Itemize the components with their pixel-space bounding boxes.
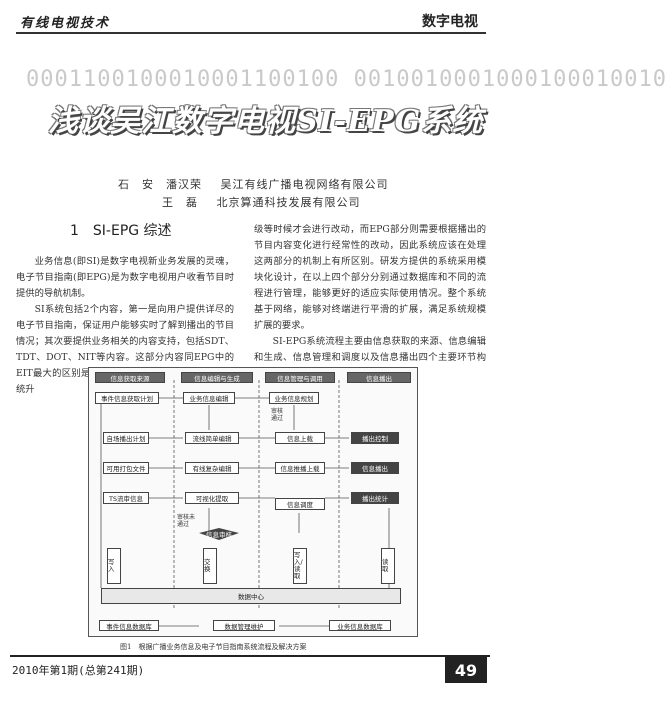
right-column: 级等时候才会进行改动，而EPG部分则需要根据播出的节目内容变化进行经常性的改动，… (254, 222, 486, 382)
article-title: 浅谈吴江数字电视SI-EPG系统 (48, 104, 484, 139)
box-datacenter: 数据中心 (101, 588, 401, 604)
header-edit: 信息编辑与生成 (181, 372, 253, 383)
box-db-business: 业务信息数据库 (329, 620, 391, 631)
box-business-edit: 业务信息编辑 (183, 392, 235, 404)
box-col1-0: 自场播出计划 (103, 432, 149, 444)
banner-digits: 0001100100010001100100 00100100010001000… (26, 67, 667, 92)
box-business-plan: 业务信息规划 (269, 392, 319, 404)
box-col4-2: 播出统计 (351, 492, 399, 504)
box-col2-0: 流线简单编辑 (185, 432, 239, 444)
author-line-1: 石 安 潘汉荣 吴江有线广播电视网络有限公司 (118, 176, 389, 192)
box-review: 信息审核 (206, 530, 232, 539)
header-broadcast: 信息播出 (347, 372, 411, 383)
flow-diagram: 信息获取来源 信息编辑与生成 信息管理与调用 信息播出 事件信息获取计划 业务信… (88, 367, 418, 637)
header-source: 信息获取来源 (95, 372, 165, 383)
vert-exchange: 交换 (203, 548, 217, 584)
journal-name: 有线电视技术 (20, 16, 111, 31)
section-name: 数字电视 (422, 14, 478, 30)
box-col4-0: 播出控制 (351, 432, 399, 444)
box-col3-2: 信息调度 (275, 498, 325, 510)
box-col2-2: 可视化提取 (185, 492, 239, 504)
author-line-2: 王 磊 北京算通科技发展有限公司 (162, 194, 361, 210)
author-names: 王 磊 (162, 196, 198, 209)
box-col3-1: 信息推播上载 (275, 462, 325, 474)
section-title: 1 SI-EPG 综述 (70, 223, 172, 239)
box-col3-0: 信息上载 (275, 432, 325, 444)
author-affiliation: 北京算通科技发展有限公司 (216, 196, 361, 209)
box-col1-2: TS流审信息 (103, 492, 149, 504)
header-rule (16, 32, 486, 34)
author-names: 石 安 潘汉荣 (118, 178, 202, 191)
header-manage: 信息管理与调用 (265, 372, 335, 383)
box-db-event: 事件信息数据库 (99, 620, 159, 631)
box-col2-1: 有线复杂编辑 (185, 462, 239, 474)
vert-write: 写入 (107, 548, 121, 584)
vert-readwrite: 写入/读取 (293, 548, 307, 584)
label-audit-pass: 审核通过 (271, 408, 284, 422)
paragraph: 业务信息(即SI)是数字电视新业务发展的灵魂，电子节目指南(即EPG)是为数字电… (16, 256, 234, 299)
page-number: 49 (445, 657, 487, 683)
title-banner: 0001100100010001100100 00100100010001000… (26, 66, 666, 162)
box-db-maintain: 数据管理维护 (213, 620, 275, 631)
label-audit-fail: 审核未通过 (177, 514, 196, 528)
figure-caption: 图1 根据广播业务信息及电子节目指南系统流程及解决方案 (120, 643, 307, 651)
author-affiliation: 吴江有线广播电视网络有限公司 (220, 178, 389, 191)
footer-rule (10, 655, 490, 657)
vert-read: 读取 (381, 548, 395, 584)
box-col1-1: 可用打包文件 (103, 462, 149, 474)
box-col4-1: 信息播出 (351, 462, 399, 474)
issue-info: 2010年第1期(总第241期) (12, 664, 145, 677)
box-event-plan: 事件信息获取计划 (95, 392, 159, 404)
paragraph: 级等时候才会进行改动，而EPG部分则需要根据播出的节目内容变化进行经常性的改动，… (254, 224, 486, 331)
